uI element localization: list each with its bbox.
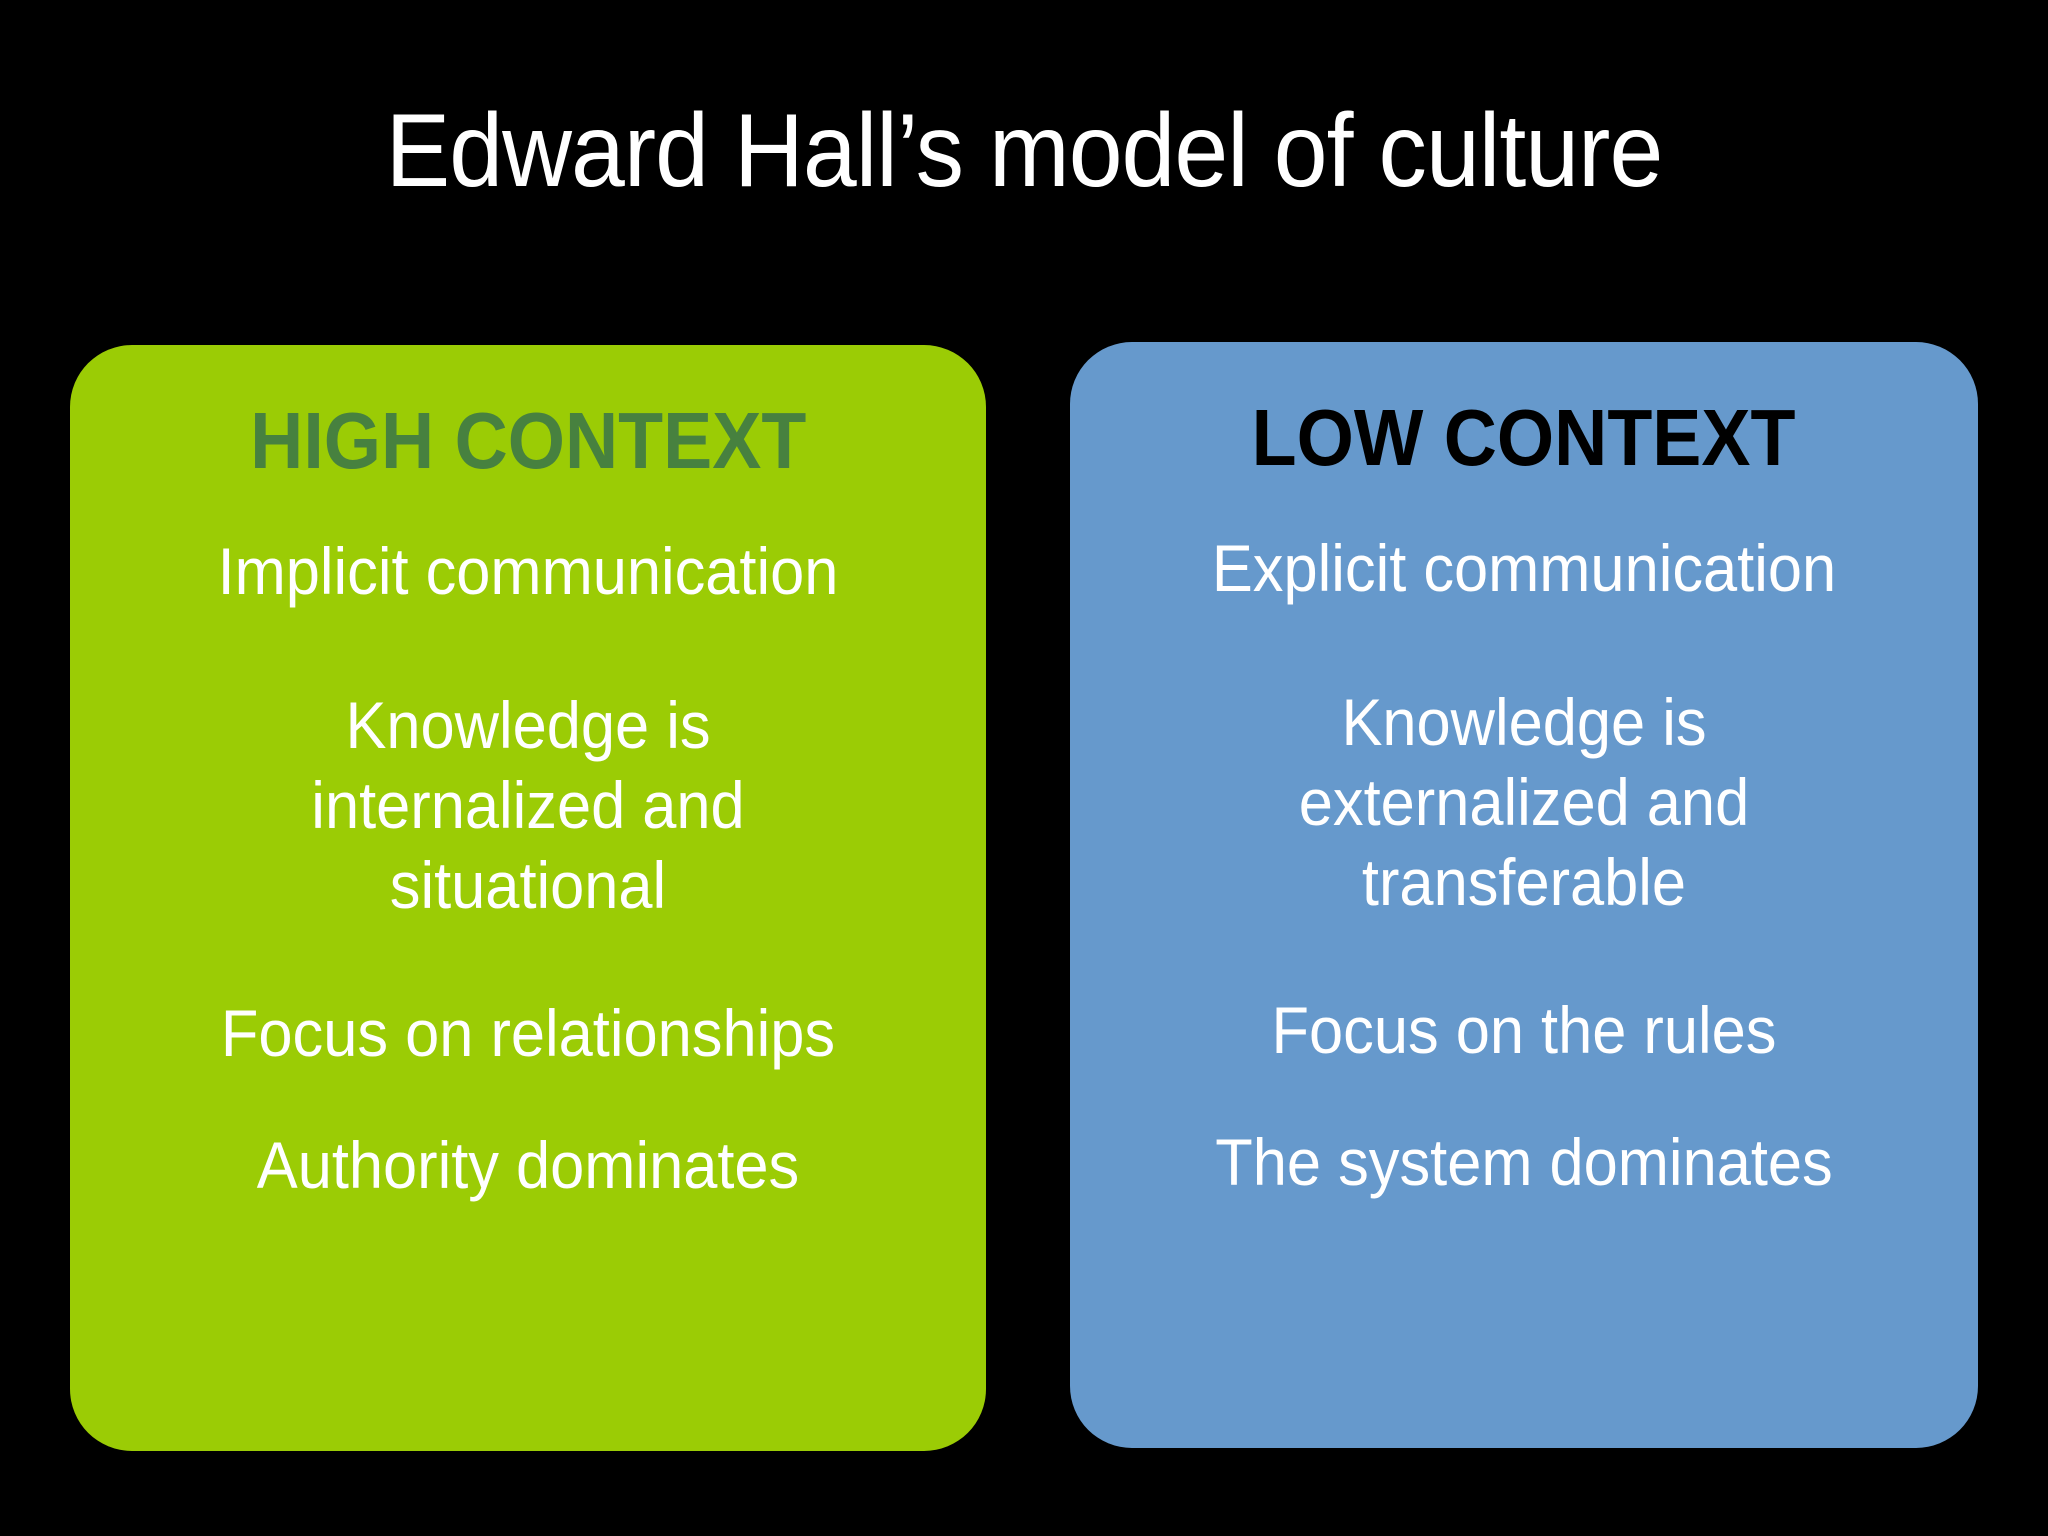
list-item: Knowledge is internalized and situationa…	[119, 685, 937, 925]
panel-low-context-body: Explicit communication Knowledge is exte…	[1070, 480, 1978, 1202]
list-item: Focus on relationships	[119, 993, 937, 1073]
entry-line: Knowledge is	[345, 688, 711, 762]
panel-high-context-body: Implicit communication Knowledge is inte…	[70, 483, 986, 1205]
entry-line: Explicit communication	[1211, 531, 1837, 605]
entry-line: Authority dominates	[256, 1128, 800, 1202]
entry-line: The system dominates	[1215, 1125, 1833, 1199]
list-item: Focus on the rules	[1119, 990, 1930, 1070]
panel-low-context-header: LOW CONTEXT	[1252, 393, 1796, 482]
entry-line: Implicit communication	[217, 534, 839, 608]
entry-line: externalized and	[1298, 765, 1750, 839]
entry-line: Knowledge is	[1341, 685, 1707, 759]
panel-high-context: HIGH CONTEXT Implicit communication Know…	[70, 345, 986, 1451]
entry-line: Focus on relationships	[220, 996, 836, 1070]
panel-high-context-header: HIGH CONTEXT	[249, 396, 807, 485]
entry-line: situational	[389, 848, 667, 922]
list-item: Knowledge is externalized and transferab…	[1119, 682, 1930, 922]
list-item: Authority dominates	[119, 1125, 937, 1205]
page-title: Edward Hall’s model of culture	[385, 93, 1664, 209]
entry-line: Focus on the rules	[1271, 993, 1777, 1067]
list-item: The system dominates	[1119, 1122, 1930, 1202]
entry-line: internalized and	[311, 768, 745, 842]
entry-line: transferable	[1361, 845, 1687, 919]
list-item: Implicit communication	[119, 531, 937, 611]
list-item: Explicit communication	[1119, 528, 1930, 608]
panel-low-context: LOW CONTEXT Explicit communication Knowl…	[1070, 342, 1978, 1448]
